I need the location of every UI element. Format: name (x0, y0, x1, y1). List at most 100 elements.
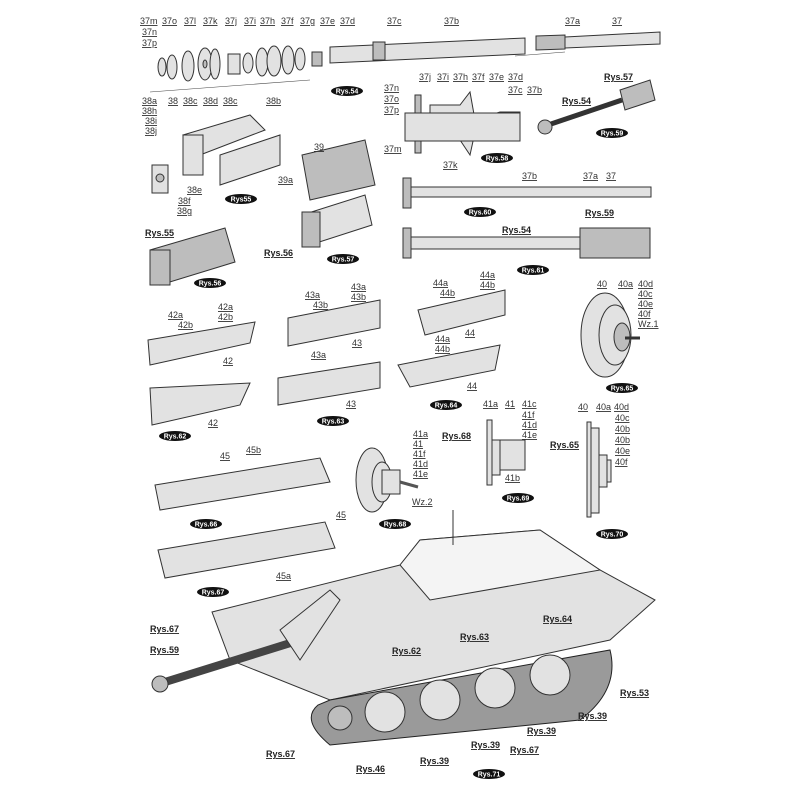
label: 37m (140, 16, 158, 26)
badge-label: Rys55 (231, 197, 252, 204)
label: 37f (472, 72, 485, 82)
figure-rys70: 40 40a 40d 40c 40b 40b 40e 40f Rys.65 Ry… (550, 402, 630, 539)
label: 43b (351, 292, 366, 302)
label: 37b (522, 171, 537, 181)
figure-rys61: Rys.59 Rys.54 Rys.61 (402, 208, 651, 275)
label: 42a (218, 302, 233, 312)
badge (190, 519, 222, 529)
label: 37o (384, 94, 399, 104)
label: 44b (435, 344, 450, 354)
label: 43a (311, 350, 326, 360)
label: 44a (435, 334, 450, 344)
label: 40a (618, 279, 633, 289)
label: 45 (220, 451, 230, 461)
label: 38 (168, 96, 178, 106)
label: 37k (443, 160, 458, 170)
label: Rys.39 (471, 740, 500, 750)
badge (194, 278, 226, 288)
label: 37a (565, 16, 580, 26)
label: 38f (178, 196, 191, 206)
label: 44 (465, 328, 475, 338)
label: 37n (384, 83, 399, 93)
label: Wz.1 (638, 319, 659, 329)
label: Rys.59 (585, 208, 614, 218)
label: Rys.65 (550, 440, 579, 450)
figure-rys54: 37m 37o 37l 37k 37j 37i 37h 37f 37g 37e … (140, 16, 661, 96)
badge-label: Rys.63 (322, 419, 345, 426)
label: 42b (178, 320, 193, 330)
figure-rys64: 44a 44b 44a 44b 44 44a 44b 44 Rys.64 (397, 270, 506, 410)
label: Rys.54 (562, 96, 591, 106)
label: 45 (336, 510, 346, 520)
label: Rys.39 (578, 711, 607, 721)
label: 40 (578, 402, 588, 412)
figure-rys65: 40 40a 40d 40c 40e 40f Wz.1 Rys.65 (580, 279, 659, 393)
badge (225, 194, 257, 204)
figure-rys58: 37j 37i 37h 37f 37e 37d 37c 37b 37n 37o … (384, 72, 542, 170)
label: Rys.54 (502, 225, 531, 235)
label: 42 (223, 356, 233, 366)
label: 40e (615, 446, 630, 456)
badge (159, 431, 191, 441)
label: 41f (522, 410, 535, 420)
label: 38h (142, 106, 157, 116)
badge (197, 587, 229, 597)
badge-label: Rys.62 (164, 434, 187, 441)
barrel-collar-37c (372, 41, 386, 61)
badge (430, 400, 462, 410)
barrel-37a (535, 34, 566, 51)
label: 37j (419, 72, 431, 82)
label: Rys.67 (266, 749, 295, 759)
label: 45a (276, 571, 291, 581)
badge-label: Rys.65 (611, 386, 634, 393)
label: 37i (437, 72, 449, 82)
figure-rys57: 39 39a Rys.56 Rys.57 (264, 139, 376, 264)
badge-label: Rys.67 (202, 590, 225, 597)
label: Rys.64 (543, 614, 572, 624)
label: Rys.57 (604, 72, 633, 82)
label: 39 (314, 142, 324, 152)
label: 44b (440, 288, 455, 298)
label: 45b (246, 445, 261, 455)
label: 42a (168, 310, 183, 320)
badge (502, 493, 534, 503)
label: 37h (453, 72, 468, 82)
badge (379, 519, 411, 529)
badge-label: Rys.71 (478, 772, 501, 779)
label: 44b (480, 280, 495, 290)
label: 43 (352, 338, 362, 348)
label: 40a (596, 402, 611, 412)
label: 37i (244, 16, 256, 26)
label: 37l (184, 16, 196, 26)
badge (317, 416, 349, 426)
badge (464, 207, 496, 217)
figure-rys66: 45 45b Rys.66 (154, 445, 331, 529)
label: 41e (522, 430, 537, 440)
figure-rys71: Rys.67 Rys.59 Rys.62 Rys.63 Rys.64 Rys.5… (150, 510, 656, 779)
label: 39a (278, 175, 293, 185)
label: Rys.63 (460, 632, 489, 642)
label: 43 (346, 399, 356, 409)
label: Wz.2 (412, 497, 433, 507)
figure-rys67: 45 45a Rys.67 (157, 510, 346, 597)
label: 37d (508, 72, 523, 82)
label: 38e (187, 185, 202, 195)
label: 40b (615, 424, 630, 434)
label: 41a (483, 399, 498, 409)
badge-label: Rys.54 (336, 89, 359, 96)
label: 38i (145, 116, 157, 126)
badge-label: Rys.56 (199, 281, 222, 288)
label: Rys.62 (392, 646, 421, 656)
label: 37a (583, 171, 598, 181)
barrel-rings (157, 45, 323, 82)
badge-label: Rys.68 (384, 522, 407, 529)
label: 37n (142, 27, 157, 37)
label: 40 (597, 279, 607, 289)
label: 38d (203, 96, 218, 106)
label: 37p (384, 105, 399, 115)
label: 37e (489, 72, 504, 82)
figure-rys68: 41a 41 41f 41d 41e Wz.2 Rys.68 (355, 429, 433, 529)
label: 38c (183, 96, 198, 106)
label: 41d (522, 420, 537, 430)
badge-label: Rys.57 (332, 257, 355, 264)
